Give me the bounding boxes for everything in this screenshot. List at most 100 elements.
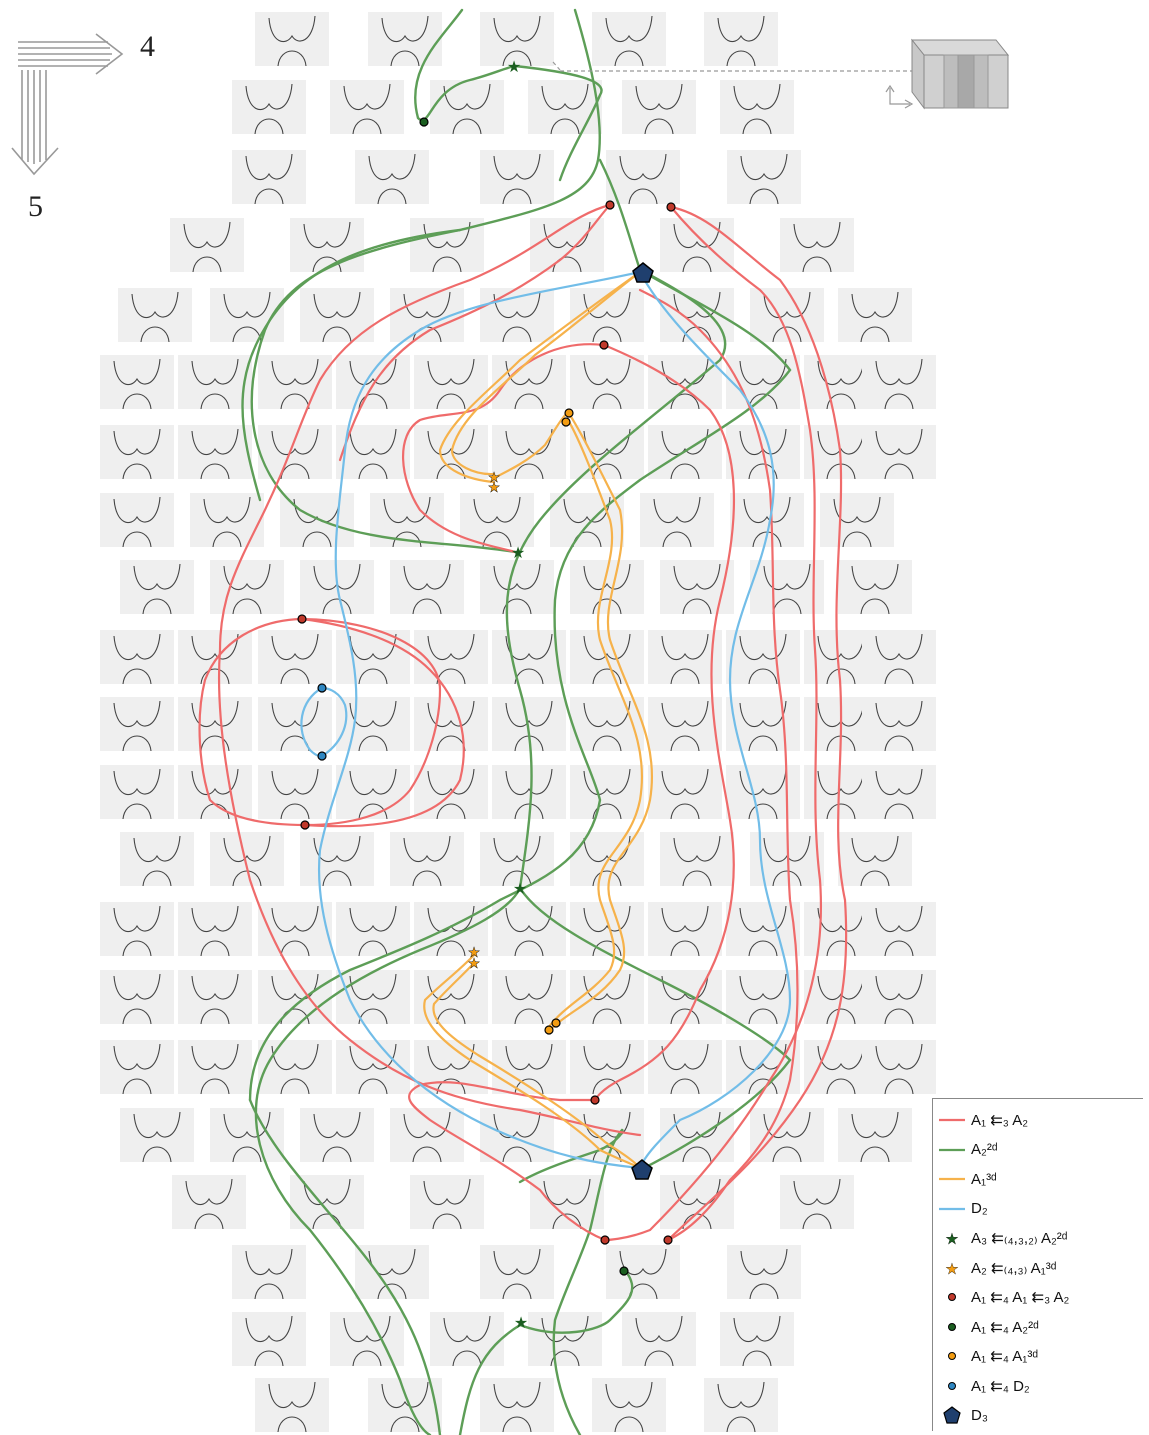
tile-upper-curve: [349, 768, 397, 796]
tile-upper-curve: [113, 700, 161, 728]
diagram-tile: [100, 1040, 174, 1094]
tile-lower-curve: [277, 50, 307, 67]
tile-upper-curve: [271, 428, 319, 456]
red-dot: [605, 200, 615, 210]
tile-upper-curve: [733, 1315, 781, 1343]
diagram-tile: [720, 1312, 794, 1366]
tile-lower-curve: [200, 668, 230, 685]
tile-upper-curve: [583, 563, 631, 591]
diagram-tile: [178, 697, 252, 751]
legend-marker-pentagon: [933, 1405, 971, 1425]
tile-lower-curve: [312, 256, 342, 273]
tile-lower-curve: [682, 870, 712, 887]
diagram-tile: [862, 970, 936, 1024]
diagram-tile: [100, 630, 174, 684]
tile-lower-curve: [550, 118, 580, 135]
diagram-tile: [648, 970, 722, 1024]
tile-lower-curve: [452, 118, 482, 135]
diagram-tile: [480, 150, 554, 204]
legend-marker-dot: [933, 1376, 971, 1396]
tile-upper-curve: [541, 1315, 589, 1343]
diagram-tile: [330, 1312, 404, 1366]
diagram-tile: [862, 902, 936, 956]
diagram-tile: [336, 355, 410, 409]
tile-lower-curve: [142, 598, 172, 615]
legend-label: A₂²ᵈ: [971, 1141, 998, 1158]
diagram-tile: [258, 630, 332, 684]
tile-upper-curve: [427, 358, 475, 386]
tile-lower-curve: [122, 668, 152, 685]
tile-upper-curve: [833, 496, 881, 524]
diagram-tile: [862, 630, 936, 684]
tile-lower-curve: [884, 668, 914, 685]
tile-lower-curve: [884, 1008, 914, 1025]
legend-label: D₂: [971, 1200, 988, 1217]
tile-upper-curve: [763, 291, 811, 319]
tile-lower-curve: [670, 393, 700, 410]
tile-upper-curve: [505, 768, 553, 796]
tile-lower-curve: [140, 326, 170, 343]
tile-lower-curve: [502, 326, 532, 343]
tile-lower-curve: [122, 735, 152, 752]
diagram-tile: [120, 832, 194, 886]
tile-lower-curve: [200, 940, 230, 957]
tile-upper-curve: [793, 221, 841, 249]
diagram-tile: [727, 150, 801, 204]
tile-lower-curve: [826, 1008, 856, 1025]
tile-upper-curve: [851, 1111, 899, 1139]
legend-label: A₁ ⇇₄ A₁ ⇇₃ A₂: [971, 1289, 1070, 1306]
diagram-tile: [492, 902, 566, 956]
tile-lower-curve: [358, 803, 388, 820]
legend-marker-line: [933, 1110, 971, 1130]
tile-lower-curve: [742, 1350, 772, 1367]
tile-lower-curve: [122, 940, 152, 957]
diagram-tile: [258, 425, 332, 479]
tile-lower-curve: [280, 803, 310, 820]
tile-lower-curve: [826, 803, 856, 820]
diagram-tile: [750, 1108, 824, 1162]
tile-lower-curve: [322, 1146, 352, 1163]
diagram-tile: [414, 425, 488, 479]
tile-lower-curve: [514, 1008, 544, 1025]
tile-upper-curve: [505, 700, 553, 728]
diagram-tile: [660, 218, 734, 272]
tile-lower-curve: [280, 668, 310, 685]
tile-lower-curve: [436, 803, 466, 820]
green-star: ★: [514, 1315, 528, 1332]
tile-lower-curve: [514, 393, 544, 410]
tile-lower-curve: [280, 1078, 310, 1095]
legend-marker-line: [933, 1199, 971, 1219]
tile-upper-curve: [875, 1043, 923, 1071]
tile-lower-curve: [377, 188, 407, 205]
tile-lower-curve: [749, 1283, 779, 1300]
tile-lower-curve: [122, 1078, 152, 1095]
diagram-tile: [120, 1108, 194, 1162]
tile-upper-curve: [271, 905, 319, 933]
tile-upper-curve: [563, 496, 611, 524]
tile-lower-curve: [670, 735, 700, 752]
tile-lower-curve: [122, 531, 152, 548]
tile-upper-curve: [349, 1043, 397, 1071]
tile-upper-curve: [733, 83, 781, 111]
tile-upper-curve: [505, 905, 553, 933]
tile-lower-curve: [884, 735, 914, 752]
tile-upper-curve: [661, 1043, 709, 1071]
tile-lower-curve: [452, 1350, 482, 1367]
tile-lower-curve: [200, 735, 230, 752]
tile-upper-curve: [191, 905, 239, 933]
tile-upper-curve: [271, 700, 319, 728]
diagram-tile: [190, 493, 264, 547]
tile-upper-curve: [817, 1043, 865, 1071]
diagram-tile: [492, 970, 566, 1024]
tile-upper-curve: [403, 563, 451, 591]
diagram-tile: [780, 1175, 854, 1229]
tile-lower-curve: [749, 188, 779, 205]
diagram-tile: [355, 150, 429, 204]
tile-lower-curve: [670, 1008, 700, 1025]
tile-lower-curve: [254, 118, 284, 135]
orange-curves: [423, 270, 654, 1170]
tile-lower-curve: [628, 188, 658, 205]
tile-lower-curve: [436, 1078, 466, 1095]
diagram-tile: [336, 697, 410, 751]
diagram-tile: [704, 1378, 778, 1432]
